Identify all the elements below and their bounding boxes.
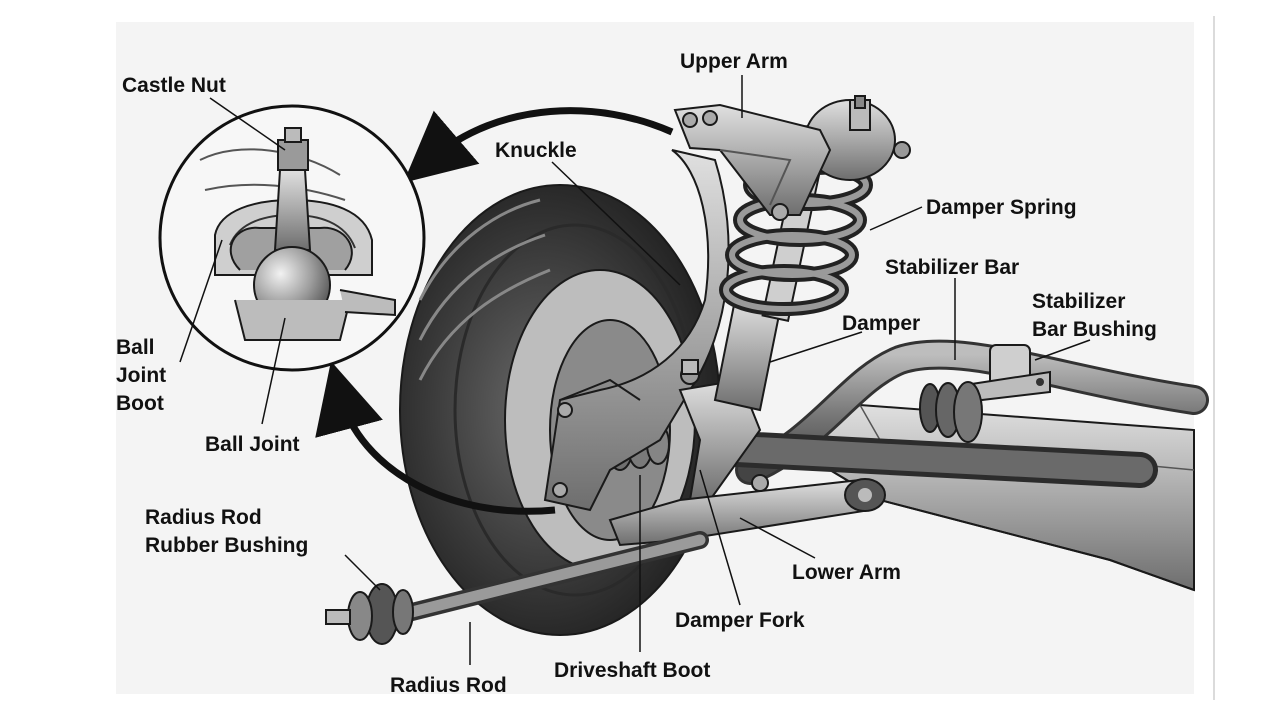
zoom-arrow-lower — [315, 361, 556, 515]
lower-arm — [608, 474, 886, 547]
leader-stabilizer-bar-bushing — [1034, 339, 1091, 361]
leader-damper-fork — [699, 469, 741, 606]
label-knuckle: Knuckle — [495, 139, 577, 162]
label-lower-arm: Lower Arm — [792, 561, 901, 584]
label-ball-joint-boot-1: Ball — [116, 336, 155, 359]
leader-radius-rod-rubber-bushing — [344, 554, 381, 591]
label-castle-nut: Castle Nut — [122, 74, 226, 97]
stabilizer-bar-bushing — [964, 344, 1051, 404]
leader-lower-arm — [739, 517, 816, 559]
label-stabilizer-bar-bushing-1: Stabilizer — [1032, 290, 1125, 313]
leader-knuckle — [551, 161, 681, 286]
label-damper-spring: Damper Spring — [926, 196, 1077, 219]
zoom-arrow-upper — [403, 107, 674, 183]
label-radius-rod: Radius Rod — [390, 674, 507, 697]
leader-lines — [179, 75, 1091, 665]
leader-ball-joint-boot — [179, 239, 223, 363]
label-ball-joint-boot-2: Joint — [116, 364, 166, 387]
leader-ball-joint — [261, 317, 286, 425]
stabilizer-bar — [735, 339, 1209, 485]
ball-joint-detail-circle — [158, 104, 426, 372]
label-ball-joint: Ball Joint — [205, 433, 300, 456]
label-radius-rod-rubber-bushing-1: Radius Rod — [145, 506, 262, 529]
label-ball-joint-boot-3: Boot — [116, 392, 164, 415]
label-driveshaft-boot: Driveshaft Boot — [554, 659, 710, 682]
radius-rod — [325, 531, 709, 645]
label-stabilizer-bar: Stabilizer Bar — [885, 256, 1019, 279]
upper-arm — [673, 103, 832, 221]
leader-castle-nut — [209, 97, 286, 151]
radius-rod-rubber-bushing — [325, 583, 414, 645]
label-damper-fork: Damper Fork — [675, 609, 805, 632]
inboard-boot — [919, 381, 983, 443]
leader-damper — [769, 331, 863, 363]
leader-damper-spring — [869, 206, 923, 231]
label-upper-arm: Upper Arm — [680, 50, 788, 73]
label-stabilizer-bar-bushing-2: Bar Bushing — [1032, 318, 1157, 341]
label-damper: Damper — [842, 312, 920, 335]
label-radius-rod-rubber-bushing-2: Rubber Bushing — [145, 534, 308, 557]
knuckle — [543, 149, 730, 512]
